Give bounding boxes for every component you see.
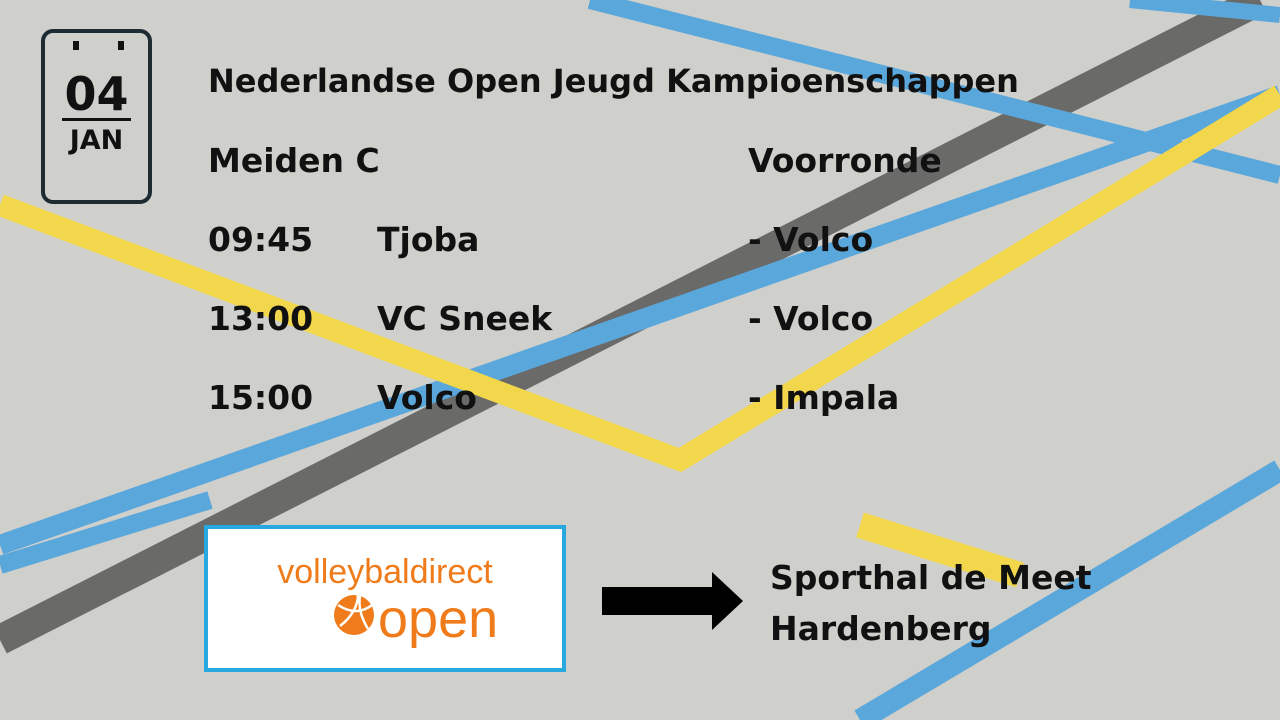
match-time: 15:00 bbox=[208, 378, 314, 417]
volleyball-icon bbox=[334, 594, 374, 635]
match-away-team: - Volco bbox=[748, 220, 874, 259]
calendar-day: 04 bbox=[64, 67, 129, 121]
venue-city: Hardenberg bbox=[770, 609, 992, 648]
calendar-pin bbox=[73, 41, 79, 50]
logo-wordmark: volleybaldirect bbox=[277, 553, 493, 591]
calendar-month: JAN bbox=[69, 125, 124, 156]
calendar-divider bbox=[62, 118, 131, 121]
logo-open-text: open bbox=[378, 589, 498, 649]
volleybaldirect-open-logo: volleybaldirect open bbox=[204, 525, 566, 672]
round-label: Voorronde bbox=[748, 141, 942, 180]
match-home-team: Tjoba bbox=[377, 220, 480, 259]
match-away-team: - Volco bbox=[748, 299, 874, 338]
venue-name: Sporthal de Meet bbox=[770, 558, 1092, 597]
match-home-team: Volco bbox=[377, 378, 477, 417]
match-away-team: - Impala bbox=[748, 378, 900, 417]
match-home-team: VC Sneek bbox=[377, 299, 553, 338]
calendar-pin bbox=[118, 41, 124, 50]
logo-graphic: volleybaldirect open bbox=[277, 553, 498, 649]
match-time: 13:00 bbox=[208, 299, 314, 338]
category-label: Meiden C bbox=[208, 141, 380, 180]
calendar-icon: 04 JAN bbox=[41, 29, 152, 204]
match-time: 09:45 bbox=[208, 220, 314, 259]
right-arrow-icon bbox=[602, 572, 743, 630]
event-title: Nederlandse Open Jeugd Kampioenschappen bbox=[208, 62, 1019, 100]
